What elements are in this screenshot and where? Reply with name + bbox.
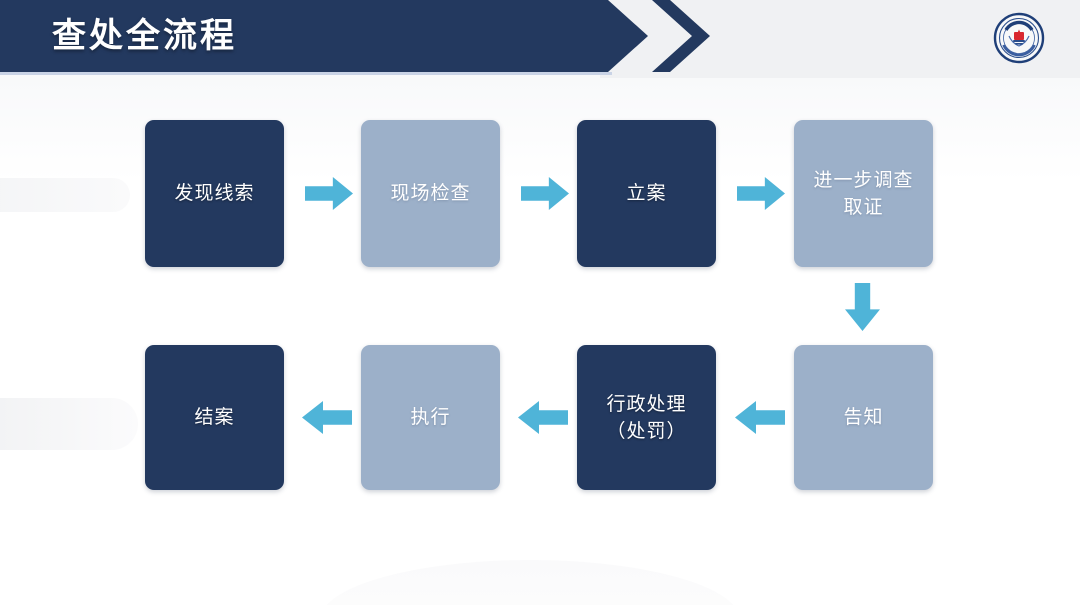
flow-node-case-filing[interactable]: 立案 [577, 120, 716, 267]
flow-node-label: 执行 [410, 407, 451, 428]
flow-node-label: 现场检查 [390, 183, 471, 204]
flow-arrow-right-2 [521, 177, 569, 210]
flow-node-label: 进一步调查 [813, 169, 914, 191]
decorative-shape-left-lower [0, 398, 138, 450]
flow-node-label-line2: （处罚） [606, 420, 687, 442]
flow-node-label: 结案 [194, 407, 235, 428]
flow-node-administrative-penalty[interactable]: 行政处理 （处罚） [577, 345, 716, 490]
agency-emblem-icon [990, 12, 1048, 64]
flow-arrow-left-1 [735, 401, 785, 434]
flow-node-onsite-inspection[interactable]: 现场检查 [361, 120, 500, 267]
flow-node-label: 告知 [843, 407, 884, 428]
header-underline [0, 72, 612, 75]
flow-node-label: 发现线索 [174, 183, 255, 204]
flow-node-label: 行政处理 [606, 393, 687, 415]
flow-arrow-left-2 [518, 401, 568, 434]
slide-header: 查处全流程 [0, 0, 1080, 80]
decorative-shape-bottom [320, 560, 740, 605]
flow-arrow-right-3 [737, 177, 785, 210]
flow-arrow-right-1 [305, 177, 353, 210]
header-banner-shape [0, 0, 648, 72]
flow-node-discover-clue[interactable]: 发现线索 [145, 120, 284, 267]
flow-node-label: 立案 [626, 183, 667, 204]
flow-node-further-investigation[interactable]: 进一步调查 取证 [794, 120, 933, 267]
flow-arrow-left-3 [302, 401, 352, 434]
flow-node-execution[interactable]: 执行 [361, 345, 500, 490]
flow-node-case-closure[interactable]: 结案 [145, 345, 284, 490]
flow-arrow-down-1 [845, 283, 880, 331]
decorative-shape-left-upper [0, 178, 130, 212]
flow-node-label-line2: 取证 [843, 196, 884, 218]
flow-node-notification[interactable]: 告知 [794, 345, 933, 490]
page-title: 查处全流程 [52, 17, 237, 55]
